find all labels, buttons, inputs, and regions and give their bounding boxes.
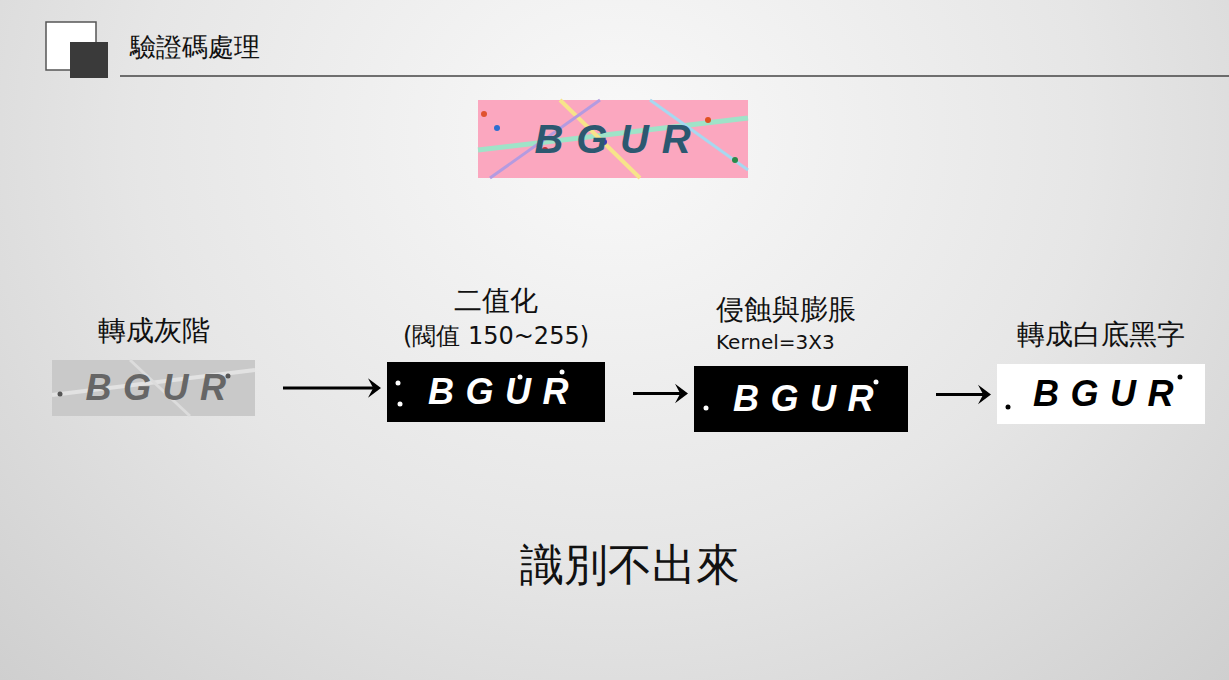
header-rule	[120, 75, 1229, 77]
binary-image	[387, 362, 605, 422]
process-image: 侵蝕與膨脹Kernel=3X3BGUR	[694, 366, 908, 432]
process-image: 二值化(閥值 150~255)BGUR	[387, 362, 605, 422]
inverted-image	[997, 364, 1205, 424]
eroded-image	[694, 366, 908, 432]
step-note: (閥值 150~255)	[403, 320, 589, 352]
step-title: 轉成灰階	[98, 312, 210, 350]
captcha-text: BGUR	[1033, 373, 1185, 415]
step-title: 二值化	[403, 282, 589, 320]
step-title: 轉成白底黑字	[1017, 316, 1185, 354]
captcha-text: BGUR	[428, 371, 580, 413]
captcha-image	[478, 100, 748, 178]
step-heading: 侵蝕與膨脹Kernel=3X3	[716, 291, 856, 356]
process-image: 轉成白底黑字BGUR	[997, 364, 1205, 424]
step-heading: 轉成灰階	[98, 312, 210, 350]
icon-square	[70, 42, 108, 78]
process-image: 轉成灰階BGUR	[52, 360, 255, 416]
captcha-text: BGUR	[85, 367, 237, 409]
slide-title: 驗證碼處理	[130, 30, 260, 65]
gray-image	[52, 360, 255, 416]
step-note: Kernel=3X3	[716, 329, 856, 356]
captcha-text: BGUR	[535, 117, 704, 162]
flow-arrow	[633, 384, 688, 404]
slide-caption: 識別不出來	[520, 536, 740, 595]
flow-arrow	[283, 378, 381, 398]
captcha-text: BGUR	[733, 378, 885, 420]
step-heading: 轉成白底黑字	[1017, 316, 1185, 354]
step-heading: 二值化(閥值 150~255)	[403, 282, 589, 352]
flow-arrow	[936, 385, 991, 405]
step-title: 侵蝕與膨脹	[716, 291, 856, 329]
